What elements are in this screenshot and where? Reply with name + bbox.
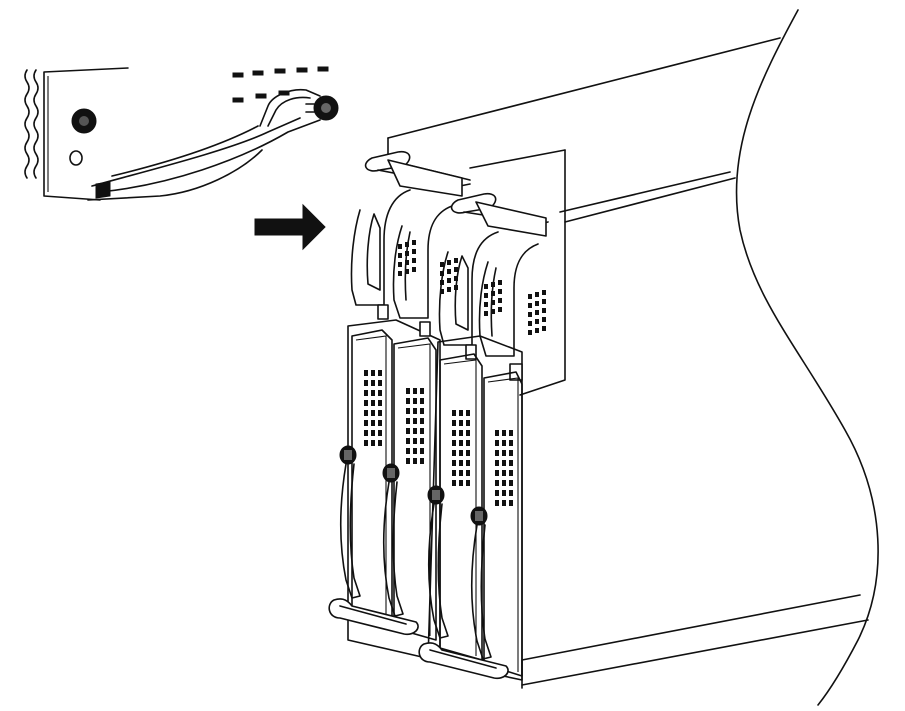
vent-slots [232,66,329,103]
handle-icon [328,598,509,680]
break-line [24,69,30,179]
break-curve [735,9,879,706]
upper-handles [350,150,549,357]
psu-modules [328,150,549,681]
detail-inset [24,66,339,201]
lever-arm [91,117,301,187]
pull-levers [339,463,492,660]
server-chassis [387,9,879,706]
psu-front-3 [439,353,483,661]
hole-icon [69,150,83,166]
right-arrow-icon [254,203,326,251]
psu-front-4 [483,371,523,677]
front-vent-grille [364,370,513,506]
thumbscrew-icons [339,445,488,526]
vent-grille [398,240,546,335]
break-line-2 [33,69,39,179]
inset-panel [43,67,129,201]
